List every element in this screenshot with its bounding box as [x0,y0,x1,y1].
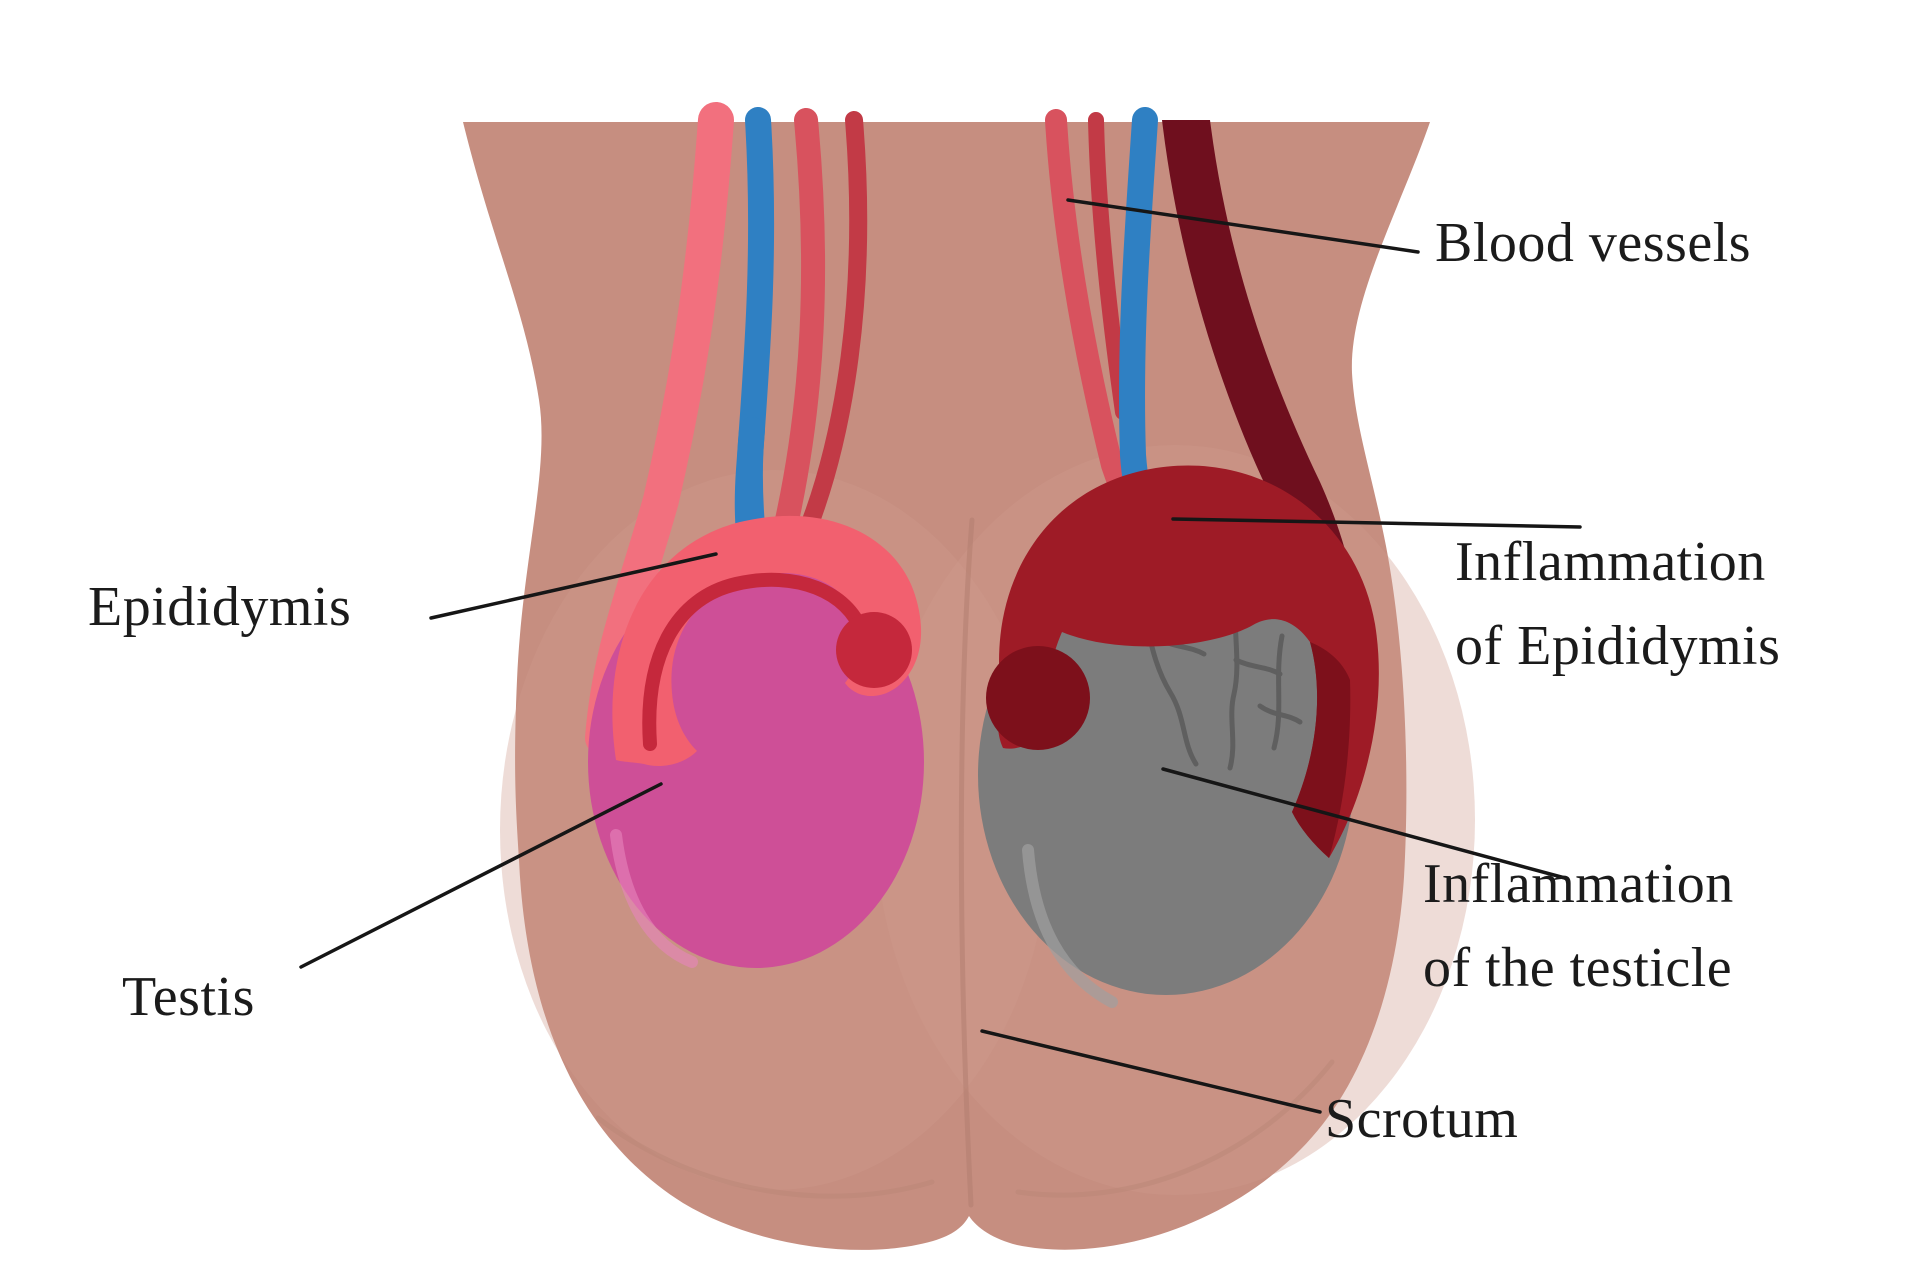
leader-testis [299,782,663,969]
scrotum-raphe-crease [958,517,975,1208]
leader-blood-vessels [1066,198,1420,254]
left-epididymis-tail [836,612,912,688]
right-epididymis-inflamed [998,465,1379,858]
leader-inflammation-testicle [1161,767,1567,880]
leader-lines [299,198,1582,1114]
leader-inflammation-epididymis [1171,517,1582,529]
right-epididymis-head-shade [986,646,1090,750]
label-blood-vessels: Blood vessels [1435,212,1752,274]
scrotum-bottom-rim-right [1015,1059,1335,1198]
left-epididymis [612,515,922,767]
label-testis: Testis [122,966,255,1028]
left-artery-branch [792,111,868,555]
left-epididymis-crimson-edge [642,572,869,751]
right-testis-highlight [1022,844,1118,1008]
left-testis-highlight [610,829,698,968]
label-inflammation-testicle: Inflammation of the testicle [1423,853,1734,999]
right-artery-branch [1088,112,1131,420]
label-inflammation-epididymis: Inflammation of Epididymis [1455,531,1781,677]
right-vein [1119,107,1158,525]
scrotum-bottom-rim-left [595,1115,935,1199]
leader-scrotum [980,1029,1322,1114]
leader-epididymis [429,552,718,620]
label-scrotum: Scrotum [1325,1088,1519,1150]
right-epididymis-tail-shade [1292,642,1351,858]
label-epididymis: Epididymis [88,576,352,638]
